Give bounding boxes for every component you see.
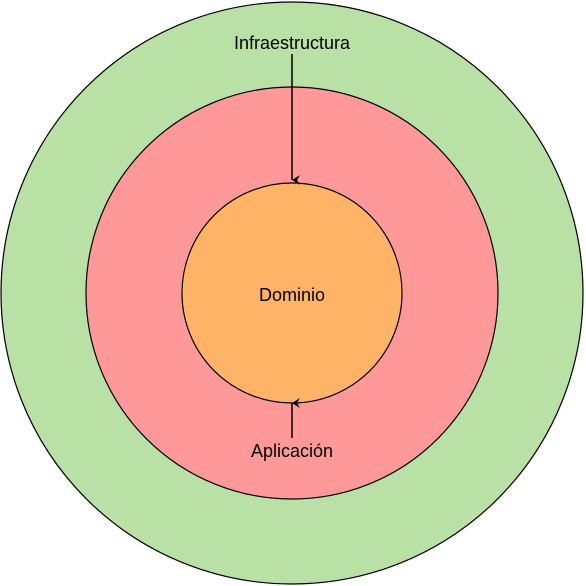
infraestructura-label: Infraestructura — [234, 33, 351, 53]
dominio-label: Dominio — [259, 285, 325, 305]
aplicacion-label: Aplicación — [251, 441, 333, 461]
